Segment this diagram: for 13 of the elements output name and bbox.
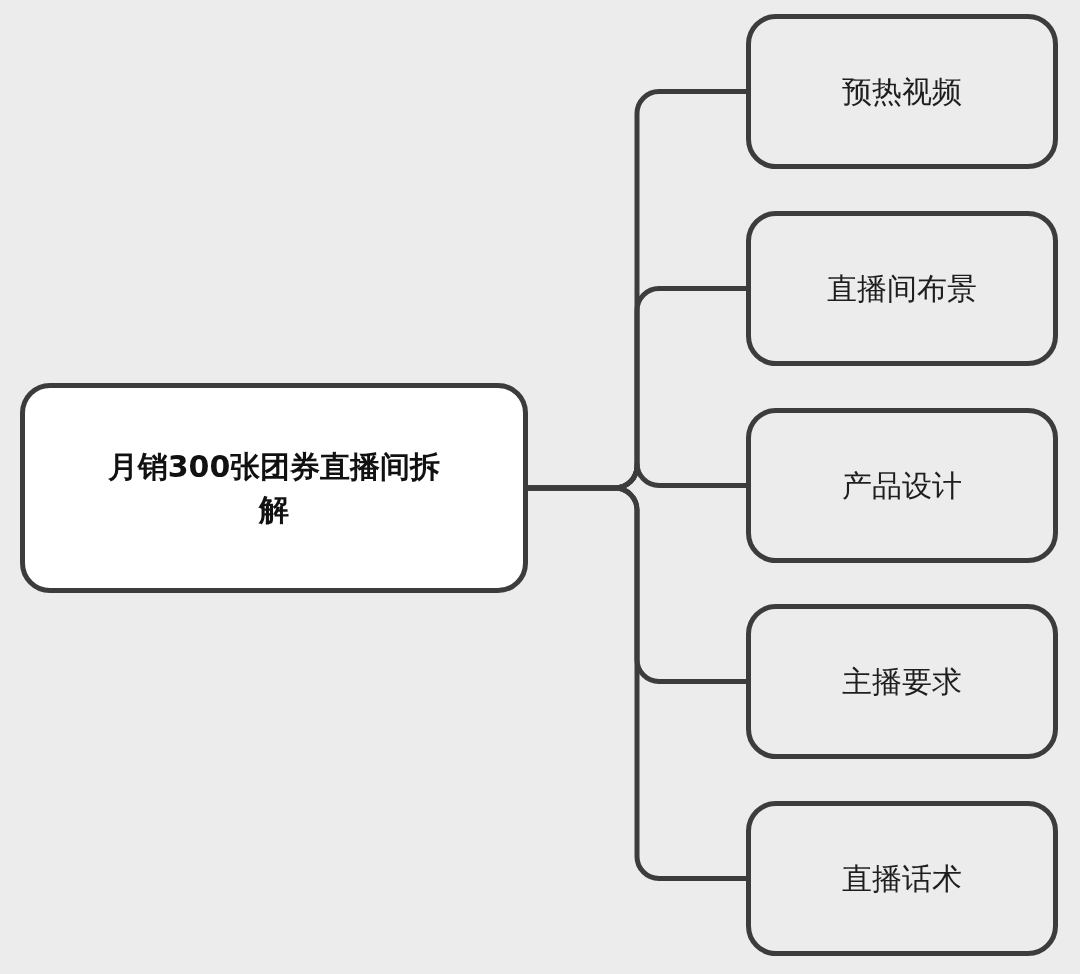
topic-box: [746, 604, 1058, 759]
topic-label: 主播要求: [842, 662, 962, 701]
topic-box: [746, 14, 1058, 169]
topic-label: 月销300张团券直播间拆解: [106, 447, 442, 529]
topic-box: [746, 801, 1058, 956]
topic-label: 直播话术: [842, 859, 962, 898]
root-topic-box: [20, 383, 528, 593]
topic-label: 直播间布景: [827, 269, 977, 308]
topic-box: [746, 408, 1058, 563]
topic-label: 预热视频: [842, 72, 962, 111]
topic-label: 产品设计: [842, 466, 962, 505]
connector-line: [528, 485, 746, 881]
topic-box: [746, 211, 1058, 366]
